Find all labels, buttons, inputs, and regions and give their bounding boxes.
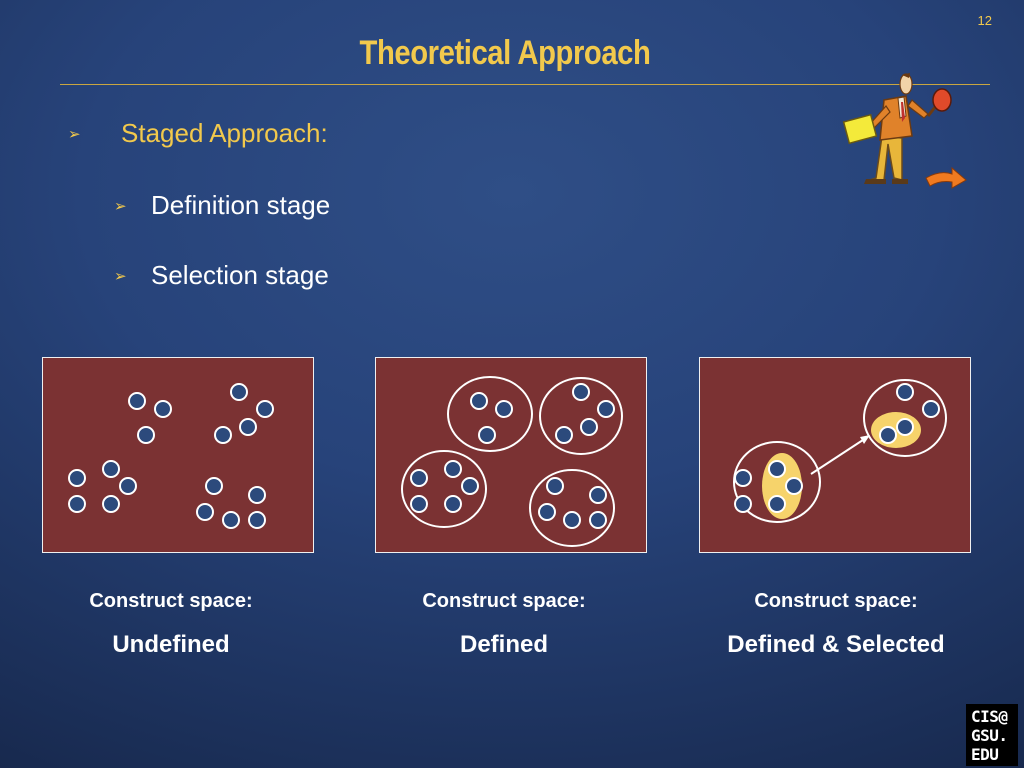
logo-line: EDU bbox=[971, 745, 999, 764]
arrowhead-bullet-icon: ➢ bbox=[68, 125, 81, 143]
title-divider bbox=[60, 84, 990, 85]
construct-dot bbox=[248, 511, 266, 529]
slide-number: 12 bbox=[977, 13, 992, 28]
construct-dot bbox=[128, 392, 146, 410]
arrowhead-bullet-icon: ➢ bbox=[114, 267, 127, 285]
defined-groups-diagram bbox=[401, 376, 623, 547]
selection-arrow bbox=[810, 437, 867, 475]
selection-arrowhead bbox=[860, 435, 870, 444]
caption-state: Defined bbox=[459, 631, 548, 658]
construct-dot bbox=[922, 400, 940, 418]
caption-defined: Construct space: Defined bbox=[354, 590, 654, 659]
construct-dot bbox=[879, 426, 897, 444]
bullet-label: Selection stage bbox=[151, 260, 329, 290]
bullet-label: Definition stage bbox=[151, 190, 331, 220]
construct-dot bbox=[896, 418, 914, 436]
construct-group bbox=[863, 379, 947, 457]
construct-dot bbox=[410, 469, 428, 487]
cis-gsu-logo: CIS@ GSU. EDU bbox=[966, 704, 1018, 766]
construct-dot bbox=[102, 460, 120, 478]
construct-dot bbox=[589, 511, 607, 529]
bullet-definition-stage: ➢ Definition stage bbox=[114, 190, 330, 221]
construct-dot bbox=[785, 477, 803, 495]
construct-group bbox=[529, 469, 615, 547]
page-title: Theoretical Approach bbox=[359, 34, 651, 72]
bullet-label: Staged Approach: bbox=[121, 118, 328, 148]
caption-label: Construct space: bbox=[422, 590, 586, 612]
construct-dot bbox=[222, 511, 240, 529]
construct-dot bbox=[444, 460, 462, 478]
construct-dot bbox=[470, 392, 488, 410]
construct-dot bbox=[68, 495, 86, 513]
construct-space-panel-defined-selected bbox=[699, 357, 971, 553]
construct-dot bbox=[196, 503, 214, 521]
construct-dot bbox=[768, 460, 786, 478]
logo-line: CIS@ bbox=[971, 707, 1008, 726]
caption-undefined: Construct space: Undefined bbox=[21, 590, 321, 659]
construct-dot bbox=[546, 477, 564, 495]
construct-group bbox=[539, 377, 623, 455]
construct-dot bbox=[768, 495, 786, 513]
construct-space-panel-defined bbox=[375, 357, 647, 553]
construct-dot bbox=[444, 495, 462, 513]
caption-label: Construct space: bbox=[89, 590, 253, 612]
construct-group bbox=[447, 376, 533, 452]
arrowhead-bullet-icon: ➢ bbox=[114, 197, 127, 215]
construct-dot bbox=[572, 383, 590, 401]
construct-dot bbox=[495, 400, 513, 418]
construct-group bbox=[733, 441, 821, 523]
construct-space-panel-undefined bbox=[42, 357, 314, 553]
construct-dot bbox=[478, 426, 496, 444]
logo-line: GSU. bbox=[971, 726, 1008, 745]
defined-selected-diagram bbox=[733, 379, 947, 523]
bullet-staged-approach: ➢ Staged Approach: bbox=[68, 118, 328, 149]
construct-dot bbox=[563, 511, 581, 529]
construct-dot bbox=[538, 503, 556, 521]
caption-state: Undefined bbox=[112, 631, 230, 658]
caption-state: Defined & Selected bbox=[727, 631, 945, 658]
construct-dot bbox=[205, 477, 223, 495]
construct-dot bbox=[230, 383, 248, 401]
construct-dot bbox=[734, 469, 752, 487]
construct-dot bbox=[734, 495, 752, 513]
construct-dot bbox=[256, 400, 274, 418]
selected-highlight bbox=[871, 412, 921, 448]
construct-dot bbox=[154, 400, 172, 418]
construct-dot bbox=[239, 418, 257, 436]
bullet-selection-stage: ➢ Selection stage bbox=[114, 260, 329, 291]
construct-dot bbox=[248, 486, 266, 504]
construct-dot bbox=[119, 477, 137, 495]
construct-dot bbox=[597, 400, 615, 418]
construct-dot bbox=[214, 426, 232, 444]
caption-label: Construct space: bbox=[754, 590, 918, 612]
caption-defined-selected: Construct space: Defined & Selected bbox=[686, 590, 986, 659]
construct-dot bbox=[137, 426, 155, 444]
construct-dot bbox=[410, 495, 428, 513]
construct-dot bbox=[896, 383, 914, 401]
construct-group bbox=[401, 450, 487, 528]
undefined-dots-diagram bbox=[68, 383, 274, 529]
construct-dot bbox=[580, 418, 598, 436]
construct-dot bbox=[589, 486, 607, 504]
construct-dot bbox=[68, 469, 86, 487]
construct-dot bbox=[102, 495, 120, 513]
businessman-with-magnifier-icon bbox=[842, 73, 967, 189]
construct-dot bbox=[461, 477, 479, 495]
construct-dot bbox=[555, 426, 573, 444]
